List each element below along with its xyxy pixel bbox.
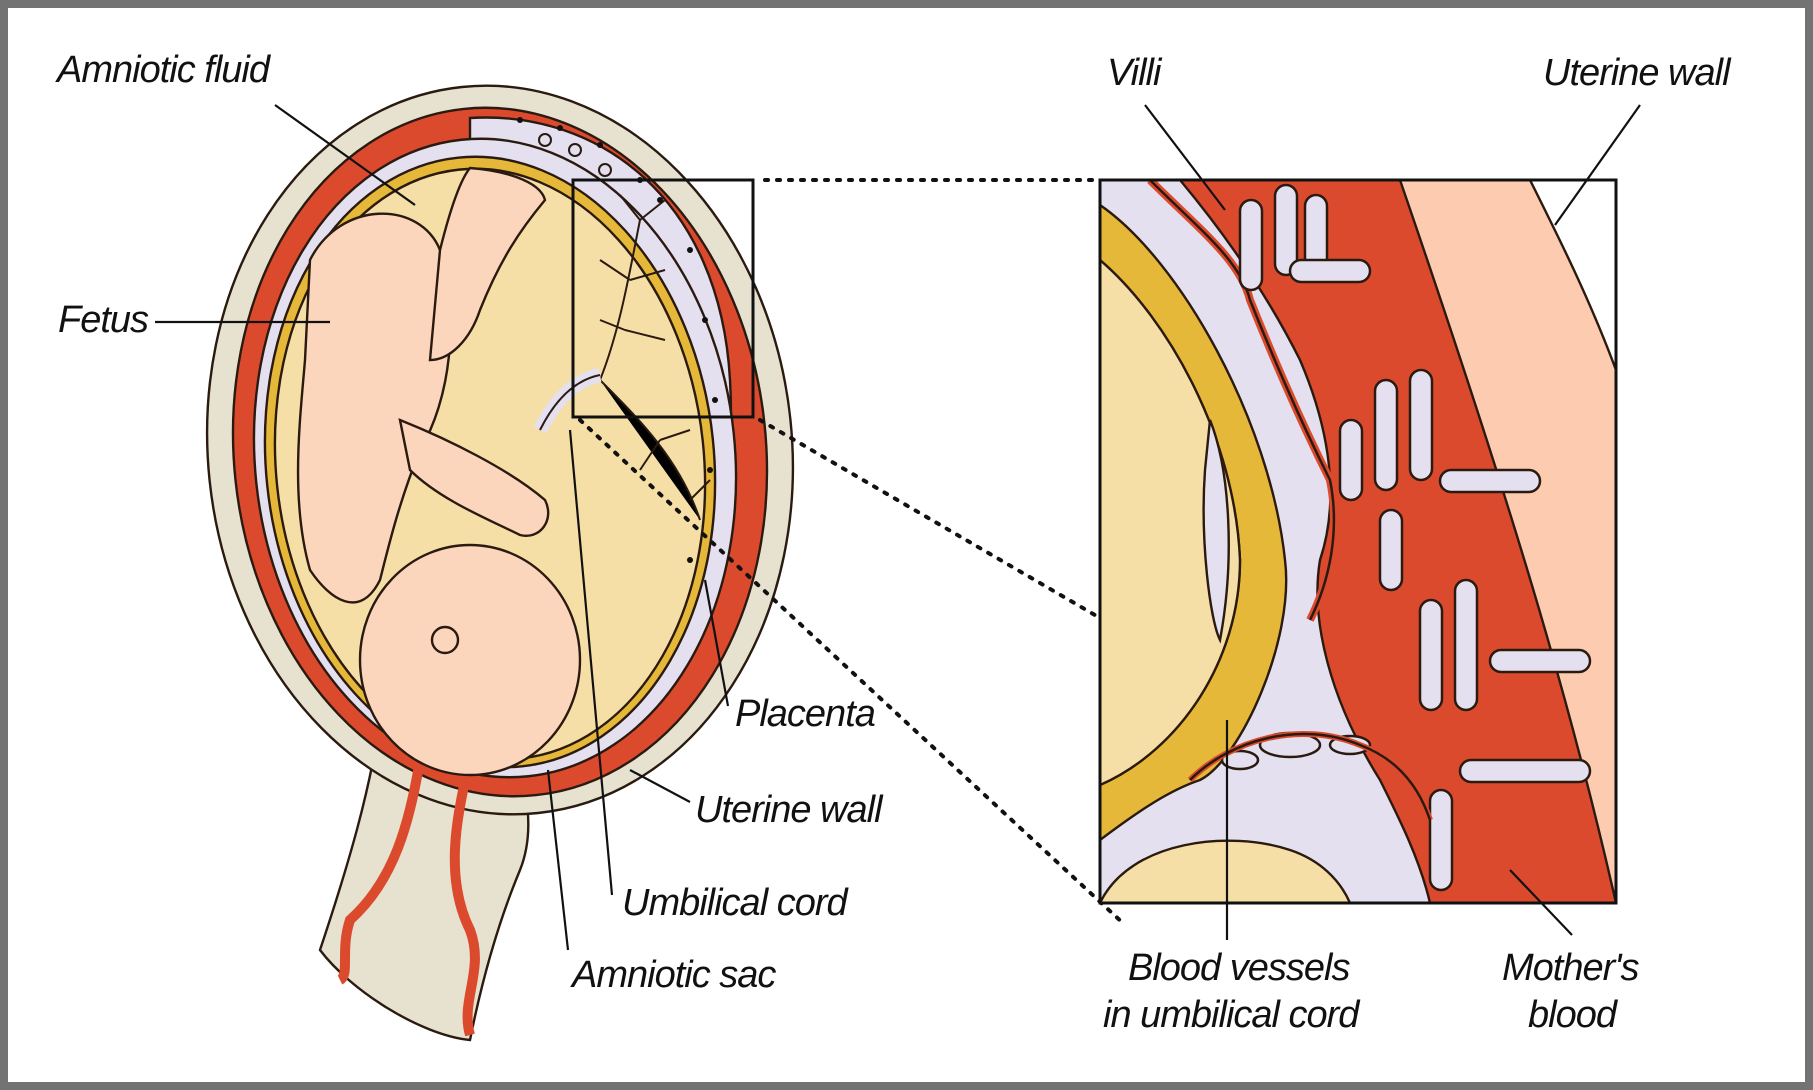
label-fetus: Fetus: [58, 299, 149, 341]
label-blood-vessels-line1: Blood vessels: [1128, 947, 1350, 989]
label-umbilical-cord: Umbilical cord: [622, 882, 849, 924]
label-uterine-wall-right: Uterine wall: [1543, 52, 1732, 94]
label-uterine-wall-left: Uterine wall: [695, 789, 884, 831]
label-amniotic-sac: Amniotic sac: [570, 954, 776, 996]
fetus-head: [360, 545, 580, 775]
label-placenta: Placenta: [735, 693, 875, 735]
label-villi: Villi: [1107, 52, 1163, 94]
label-mothers-blood-line2: blood: [1528, 994, 1619, 1036]
label-mothers-blood-line1: Mother's: [1502, 947, 1640, 989]
villi-closeup: [1100, 180, 1616, 903]
label-blood-vessels-line2: in umbilical cord: [1103, 994, 1361, 1036]
label-amniotic-fluid: Amniotic fluid: [55, 49, 272, 91]
